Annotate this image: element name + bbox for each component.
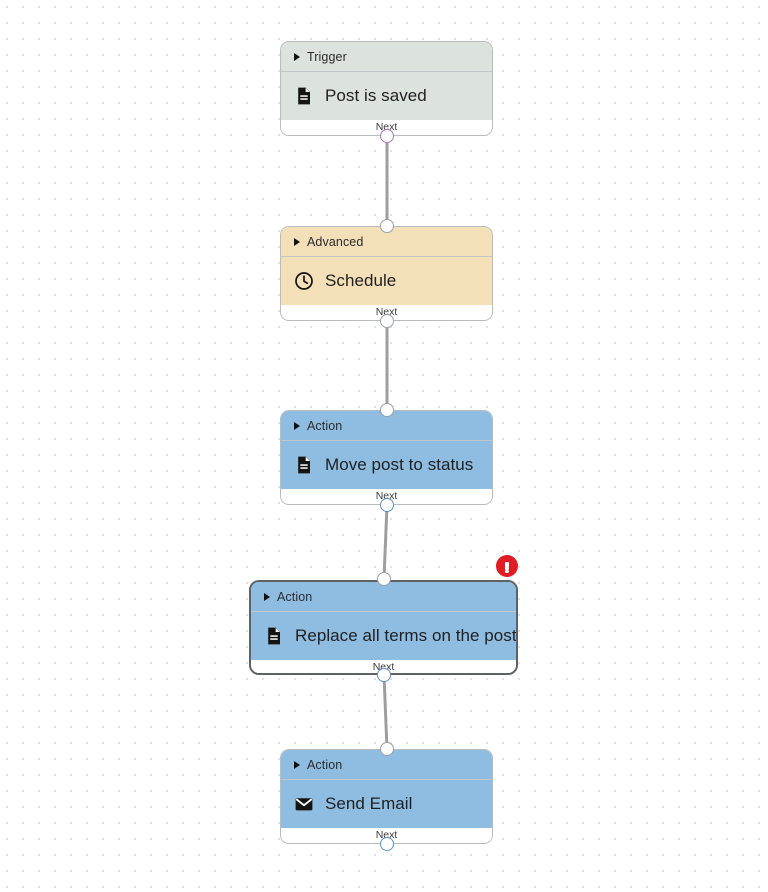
expand-triangle-icon[interactable] bbox=[294, 760, 300, 769]
output-port-action-move-post-to-status[interactable] bbox=[380, 498, 394, 512]
output-port-trigger-post-is-saved[interactable] bbox=[380, 129, 394, 143]
node-category-label: Advanced bbox=[307, 234, 364, 249]
envelope-icon bbox=[295, 798, 313, 811]
clock-icon bbox=[295, 272, 313, 290]
error-icon[interactable] bbox=[496, 555, 518, 577]
document-icon bbox=[298, 456, 310, 474]
node-header[interactable]: Action bbox=[251, 582, 516, 612]
node-category-label: Action bbox=[277, 589, 313, 604]
input-port-advanced-schedule[interactable] bbox=[380, 219, 394, 233]
node-header[interactable]: Action bbox=[281, 411, 492, 441]
edge-replace-to-email[interactable] bbox=[382, 673, 389, 751]
node-body[interactable]: Send Email bbox=[281, 780, 492, 828]
document-icon bbox=[268, 627, 280, 645]
expand-triangle-icon[interactable] bbox=[294, 237, 300, 246]
node-body[interactable]: Move post to status bbox=[281, 441, 492, 489]
expand-triangle-icon[interactable] bbox=[294, 421, 300, 430]
node-header[interactable]: Trigger bbox=[281, 42, 492, 72]
expand-triangle-icon[interactable] bbox=[294, 52, 300, 61]
output-port-action-send-email[interactable] bbox=[380, 837, 394, 851]
node-title: Send Email bbox=[325, 794, 413, 813]
exclamation-dot bbox=[505, 569, 509, 573]
node-category-label: Trigger bbox=[307, 49, 347, 64]
expand-triangle-icon[interactable] bbox=[264, 592, 270, 601]
node-title: Schedule bbox=[325, 271, 397, 290]
output-port-action-replace-all-terms-on-the-post[interactable] bbox=[377, 668, 391, 682]
node-footer-next[interactable]: Next bbox=[281, 828, 492, 843]
node-title: Post is saved bbox=[325, 86, 427, 105]
node-title: Replace all terms on the post bbox=[295, 626, 517, 645]
output-port-advanced-schedule[interactable] bbox=[380, 314, 394, 328]
node-category-label: Action bbox=[307, 757, 343, 772]
exclamation-bar bbox=[505, 561, 509, 570]
edge-move-to-replace[interactable] bbox=[382, 503, 389, 581]
node-body[interactable]: Replace all terms on the post bbox=[251, 612, 516, 660]
node-body[interactable]: Schedule bbox=[281, 257, 492, 305]
document-icon bbox=[298, 87, 310, 105]
input-port-action-send-email[interactable] bbox=[380, 742, 394, 756]
node-category-label: Action bbox=[307, 418, 343, 433]
node-body[interactable]: Post is saved bbox=[281, 72, 492, 120]
input-port-action-replace-all-terms-on-the-post[interactable] bbox=[377, 572, 391, 586]
input-port-action-move-post-to-status[interactable] bbox=[380, 403, 394, 417]
node-title: Move post to status bbox=[325, 455, 474, 474]
